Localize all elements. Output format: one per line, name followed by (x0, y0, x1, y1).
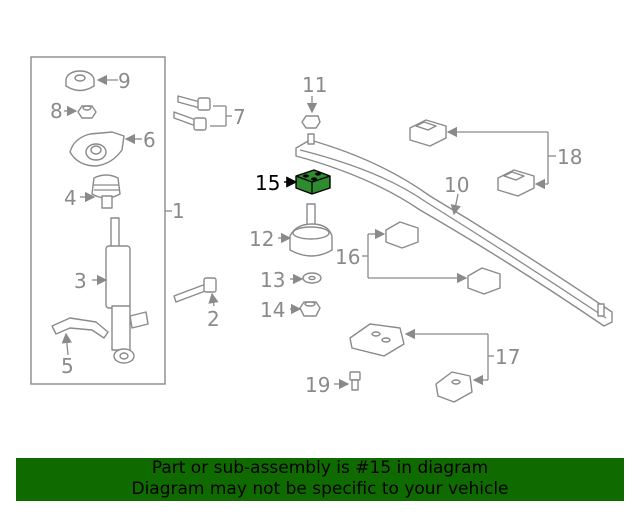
nut-14-part (299, 301, 321, 317)
label-8: 8 (50, 99, 63, 123)
label-3: 3 (74, 269, 87, 293)
washer-13-part (302, 272, 322, 284)
nut-11-part (301, 115, 321, 129)
label-7: 7 (233, 105, 246, 129)
top-mount-part (65, 70, 95, 92)
label-2: 2 (207, 307, 220, 331)
label-13: 13 (260, 268, 285, 292)
strut-assembly-box (30, 56, 166, 385)
bolt-2-part (173, 277, 217, 303)
label-9: 9 (118, 69, 131, 93)
spacer-18-part (409, 119, 535, 197)
label-11: 11 (302, 73, 327, 97)
label-4: 4 (64, 186, 77, 210)
label-12: 12 (249, 227, 274, 251)
strut-mount-part (69, 131, 125, 167)
nut-8-part (77, 105, 97, 119)
banner-line-1: Part or sub-assembly is #15 in diagram (151, 458, 489, 478)
label-17: 17 (495, 345, 520, 369)
bracket-17-part (349, 323, 473, 403)
isolator-15-part (295, 169, 331, 195)
label-19: 19 (305, 373, 330, 397)
label-6: 6 (143, 128, 156, 152)
bracket-5-part (51, 317, 109, 339)
clip-16-part (385, 221, 501, 295)
label-16: 16 (335, 245, 360, 269)
leaf-spring-part (295, 133, 613, 327)
strut-part (105, 217, 149, 364)
label-10: 10 (444, 173, 469, 197)
label-15: 15 (255, 171, 280, 195)
bump-stop-part (91, 174, 121, 209)
bolt-19-part (349, 371, 361, 391)
bolts-7-part (173, 95, 211, 131)
label-5: 5 (61, 354, 74, 378)
banner-line-2: Diagram may not be specific to your vehi… (131, 479, 509, 499)
label-1: 1 (172, 199, 185, 223)
label-18: 18 (557, 145, 582, 169)
label-14: 14 (260, 298, 285, 322)
mount-12-part (289, 203, 333, 257)
info-banner: Part or sub-assembly is #15 in diagram D… (16, 458, 624, 501)
